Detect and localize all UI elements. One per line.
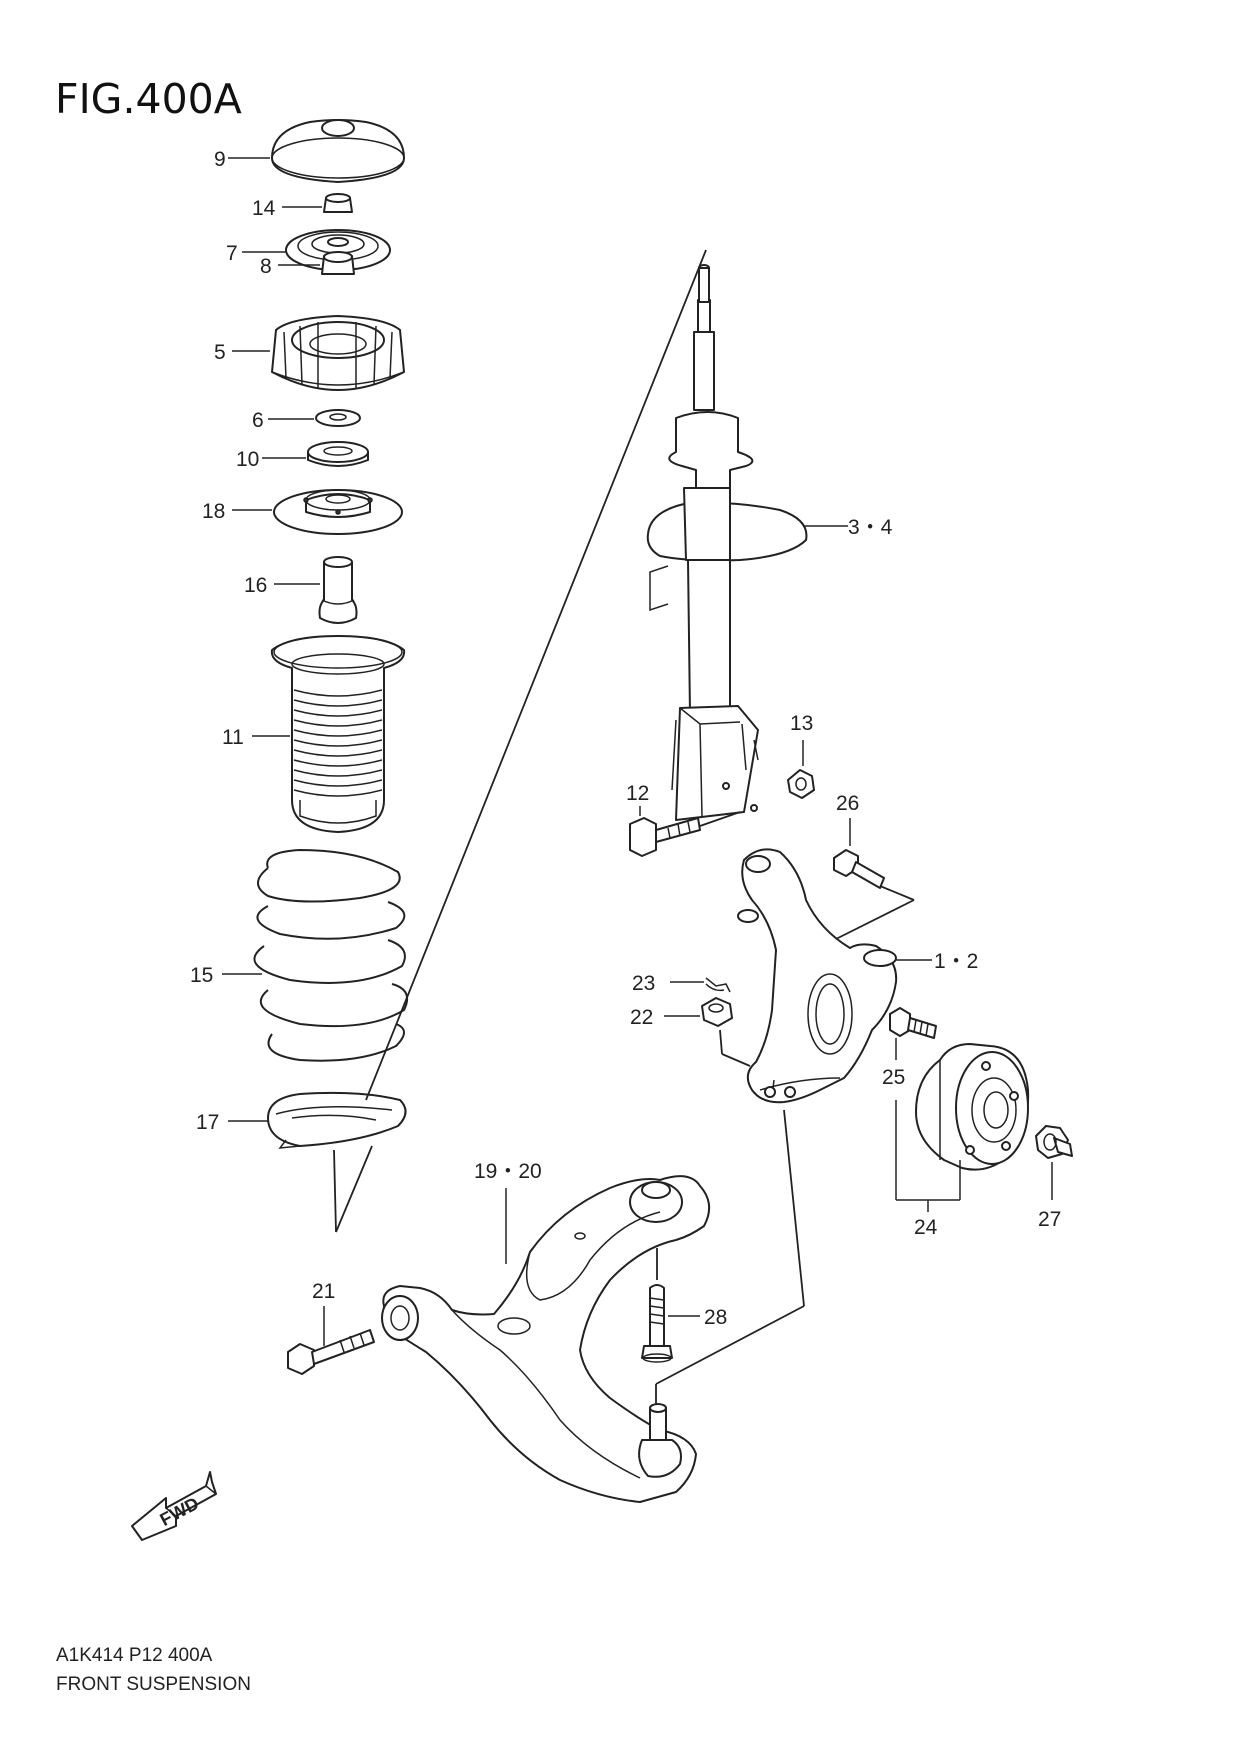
part-7-plate	[285, 229, 391, 271]
callout-21: 21	[312, 1280, 335, 1303]
callout-5: 5	[214, 341, 226, 364]
callout-22: 22	[630, 1006, 653, 1029]
part-3-4-strut-assembly	[646, 264, 808, 821]
guide-line-seat-right	[335, 1145, 373, 1233]
part-21-bolt	[287, 1329, 375, 1375]
callout-16: 16	[244, 574, 267, 597]
part-13-nut	[787, 769, 815, 799]
footer-name: FRONT SUSPENSION	[56, 1674, 251, 1695]
part-9-strut-mount-cover	[271, 119, 405, 183]
callout-10: 10	[236, 448, 259, 471]
footer-code: A1K414 P12 400A	[56, 1645, 213, 1666]
part-22-castle-nut	[701, 997, 733, 1027]
part-14-nut	[323, 193, 353, 213]
callout-27: 27	[1038, 1208, 1061, 1231]
part-25-hub-bolt	[889, 1007, 937, 1039]
callout-23: 23	[632, 972, 655, 995]
part-10-bearing	[307, 441, 369, 467]
part-19-20-lower-control-arm	[381, 1175, 711, 1503]
part-28-bolt	[641, 1284, 673, 1363]
part-8-nut	[321, 251, 355, 275]
part-1-2-steering-knuckle	[737, 848, 898, 1104]
callout-26: 26	[836, 792, 859, 815]
callout-12: 12	[626, 782, 649, 805]
part-5-strut-mount	[271, 315, 405, 391]
callout-11: 11	[222, 726, 244, 749]
part-6-washer	[315, 409, 361, 427]
part-26-bolt	[833, 849, 885, 889]
part-27-hub-nut	[1035, 1125, 1073, 1159]
callout-8: 8	[260, 255, 272, 278]
guide-line-seat-left	[333, 1149, 337, 1233]
part-18-upper-spring-seat	[273, 489, 403, 535]
guide-line-strut	[365, 249, 707, 1101]
callout-3-4: 3・4	[848, 516, 893, 539]
part-16-bump-stop	[318, 556, 358, 624]
callout-24: 24	[914, 1216, 938, 1239]
part-11-dust-boot	[270, 635, 406, 833]
callout-17: 17	[196, 1111, 219, 1134]
callout-15: 15	[190, 964, 213, 987]
callout-28: 28	[704, 1306, 727, 1329]
part-17-lower-spring-seat	[267, 1091, 407, 1149]
callout-1-2: 1・2	[934, 950, 978, 973]
callout-18: 18	[202, 500, 225, 523]
fwd-label: FWD	[157, 1493, 203, 1530]
part-15-coil-spring	[253, 849, 408, 1062]
callout-13: 13	[790, 712, 813, 735]
part-12-bolt	[629, 817, 701, 857]
fwd-arrow-icon: FWD	[131, 1471, 217, 1541]
part-24-wheel-hub	[915, 1043, 1030, 1171]
callout-19-20: 19・20	[474, 1160, 542, 1183]
callout-6: 6	[252, 409, 264, 432]
figure-title: FIG.400A	[55, 75, 242, 123]
callout-14: 14	[252, 197, 276, 220]
callout-9: 9	[214, 148, 226, 171]
part-23-cotter-pin	[705, 977, 731, 993]
callout-25: 25	[882, 1066, 905, 1089]
callout-7: 7	[226, 242, 238, 265]
